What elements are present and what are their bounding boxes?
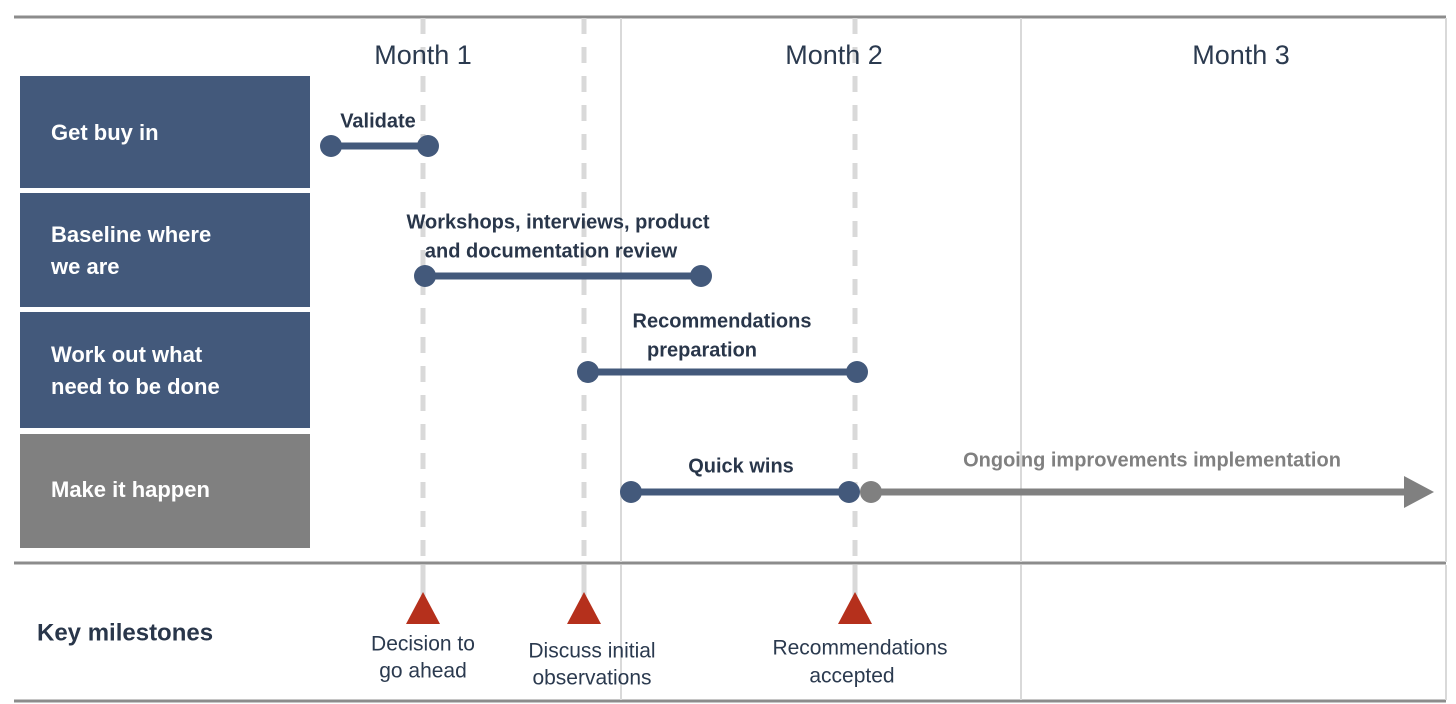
swimlane-label-work-out-line2: need to be done [51, 374, 220, 399]
swimlane-label-baseline-line2: we are [50, 254, 120, 279]
milestone-triangle-icon-observations[interactable] [567, 592, 601, 624]
milestone-triangle-icon-decision[interactable] [406, 592, 440, 624]
swimlane-label-work-out-line1: Work out what [51, 342, 203, 367]
task-start-dot-recommendations[interactable] [577, 361, 599, 383]
key-milestones-label: Key milestones [37, 619, 213, 646]
task-start-dot-workshops[interactable] [414, 265, 436, 287]
swimlane-box-make-it-happen[interactable] [20, 434, 310, 548]
swimlane-box-get-buy-in[interactable] [20, 76, 310, 188]
task-end-dot-workshops[interactable] [690, 265, 712, 287]
milestone-label-decision-line1: Decision to [371, 633, 475, 656]
task-label-recommendations-line2: preparation [647, 339, 757, 361]
swimlane-box-work-out[interactable] [20, 312, 310, 428]
swimlane-label-make-it-happen: Make it happen [51, 477, 210, 502]
swimlane-label-baseline-line1: Baseline where [51, 222, 211, 247]
task-label-workshops-line2: and documentation review [425, 240, 678, 262]
milestone-label-decision-line2: go ahead [379, 660, 467, 683]
month-header-3: Month 3 [1192, 40, 1290, 70]
task-end-dot-validate[interactable] [417, 135, 439, 157]
task-label-workshops-line1: Workshops, interviews, product [406, 211, 709, 233]
task-start-dot-ongoing[interactable] [860, 481, 882, 503]
arrow-head-icon [1404, 476, 1434, 508]
task-end-dot-quick-wins[interactable] [838, 481, 860, 503]
task-start-dot-quick-wins[interactable] [620, 481, 642, 503]
task-label-quick-wins: Quick wins [688, 455, 794, 477]
swimlane-label-get-buy-in: Get buy in [51, 120, 159, 145]
task-label-recommendations-line1: Recommendations [633, 310, 812, 332]
task-start-dot-validate[interactable] [320, 135, 342, 157]
milestone-label-observations-line1: Discuss initial [528, 640, 655, 663]
task-end-dot-recommendations[interactable] [846, 361, 868, 383]
swimlane-box-baseline[interactable] [20, 193, 310, 307]
task-label-validate: Validate [340, 110, 416, 132]
milestone-triangle-icon-accepted[interactable] [838, 592, 872, 624]
milestone-label-observations-line2: observations [532, 667, 651, 690]
milestone-label-accepted-line2: accepted [809, 665, 894, 688]
task-label-ongoing: Ongoing improvements implementation [963, 449, 1341, 471]
milestone-label-accepted-line1: Recommendations [772, 637, 947, 660]
month-header-2: Month 2 [785, 40, 883, 70]
month-header-1: Month 1 [374, 40, 472, 70]
